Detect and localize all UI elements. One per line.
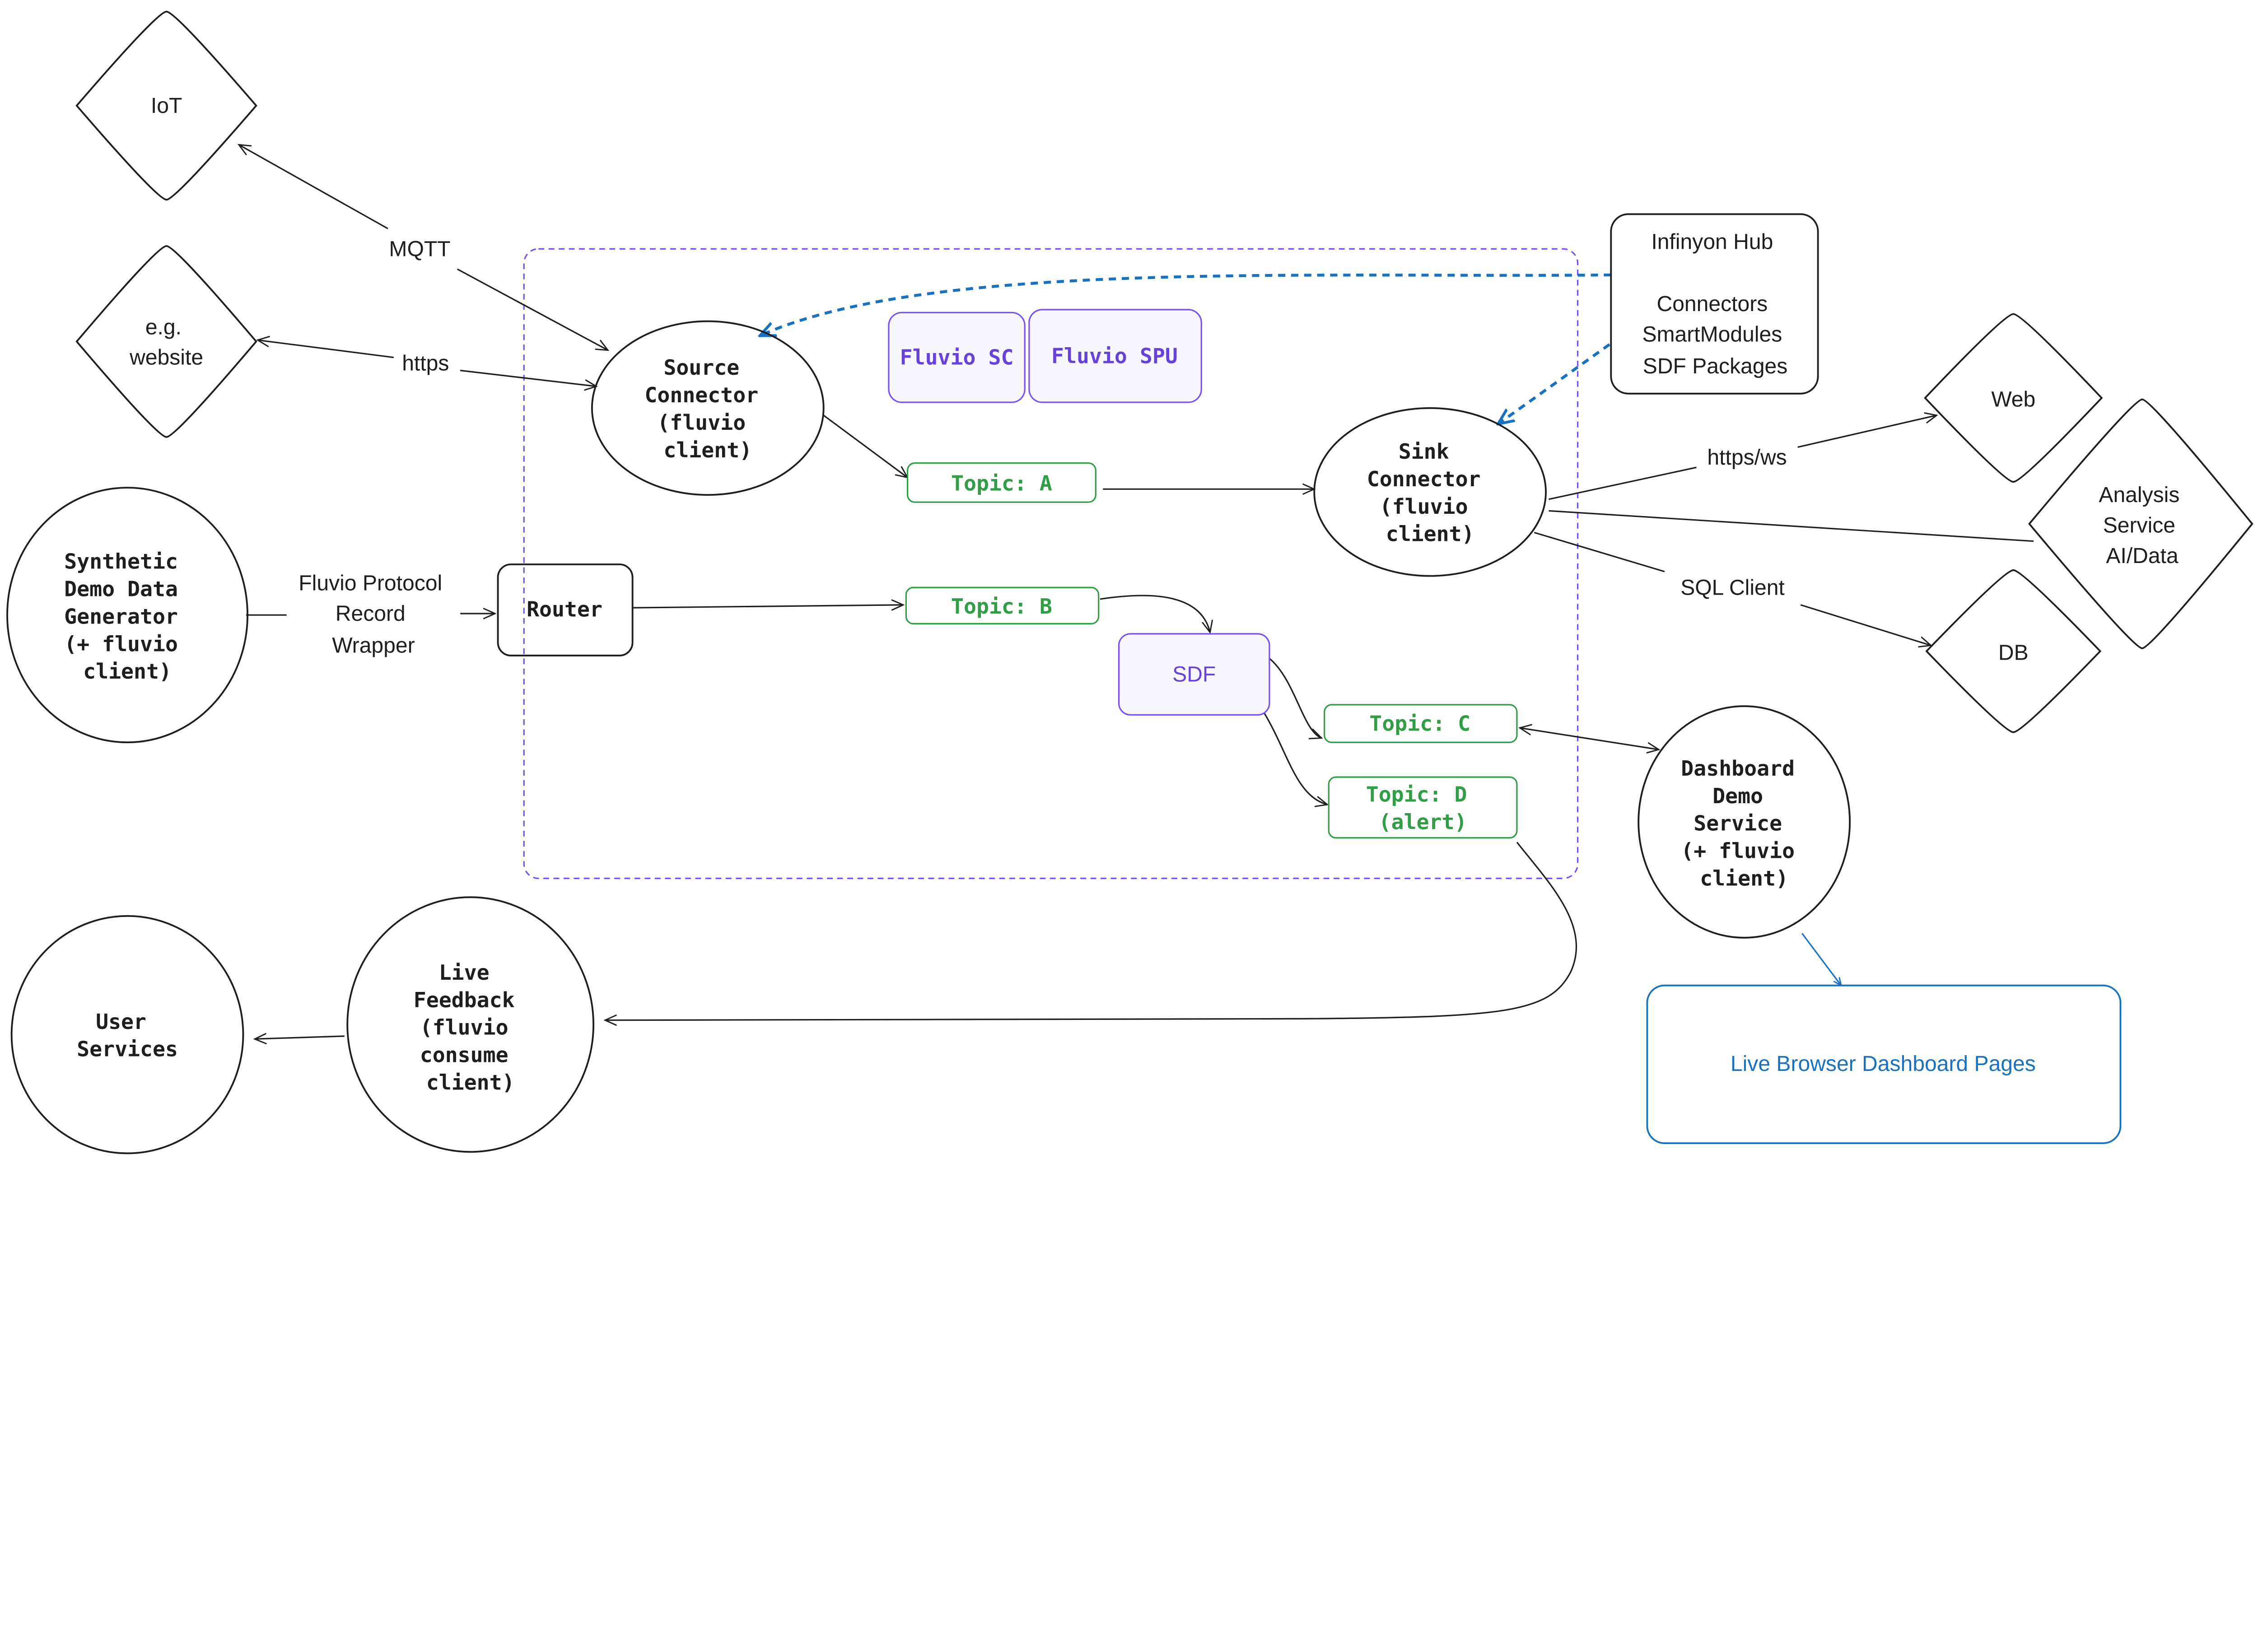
node-live-browser-dashboard[interactable]: Live Browser Dashboard Pages (1646, 984, 2122, 1144)
edges (239, 145, 2034, 1039)
fluvio-cluster-boundary (523, 248, 1579, 880)
edge-label-sql-client: SQL Client (1680, 575, 1785, 600)
edge-dashboard-browser (1801, 933, 1841, 985)
edge-sink-web-a (1549, 466, 1697, 500)
edge-topic-c-dashboard (1520, 728, 1659, 749)
node-website[interactable]: e.g. website (75, 245, 257, 438)
node-topic-b[interactable]: Topic: B (905, 586, 1100, 625)
edge-https-a (258, 340, 394, 358)
edge-sdf-topic-c (1269, 658, 1321, 738)
node-dashboard-service[interactable]: Dashboard Demo Service (+ fluvio client) (1638, 705, 1851, 939)
node-topic-b-label: Topic: B (951, 594, 1052, 619)
node-sdf-label: SDF (1172, 662, 1216, 687)
node-source-connector[interactable]: Source Connector (fluvio client) (591, 320, 825, 496)
node-sdf[interactable]: SDF (1118, 633, 1270, 716)
edge-https-b (460, 369, 596, 386)
node-user-services[interactable]: User Services (10, 915, 244, 1154)
edge-label-protocol: Fluvio Protocol Record Wrapper (299, 571, 448, 658)
edge-sink-db-b (1800, 604, 1931, 646)
node-synthetic-generator[interactable]: Synthetic Demo Data Generator (+ fluvio … (6, 487, 248, 744)
node-analysis-label: Analysis Service AI/Data (2099, 483, 2185, 568)
edge-topic-b-sdf (1100, 595, 1210, 633)
node-iot-label: IoT (151, 93, 182, 118)
node-db-label: DB (1998, 641, 2029, 665)
node-live-browser-label: Live Browser Dashboard Pages (1731, 1052, 2036, 1076)
node-sink-connector[interactable]: Sink Connector (fluvio client) (1313, 407, 1547, 577)
edge-label-https: https (402, 351, 449, 376)
node-dashboard-label: Dashboard Demo Service (+ fluvio client) (1681, 756, 1807, 891)
edge-label-mqtt: MQTT (389, 237, 450, 261)
edge-topic-d-live-feedback (605, 842, 1577, 1020)
node-fluvio-spu-label: Fluvio SPU (1051, 344, 1178, 368)
edge-source-topic-a (823, 414, 908, 478)
node-web[interactable]: Web (1924, 313, 2103, 483)
node-router-label: Router (527, 597, 602, 621)
node-analysis-service[interactable]: Analysis Service AI/Data (2028, 398, 2253, 649)
node-hub-label: Infinyon Hub Connectors SmartModules SDF… (1642, 229, 1788, 378)
node-topic-c-label: Topic: C (1369, 712, 1470, 736)
edge-hub-source (760, 273, 1611, 336)
node-fluvio-sc[interactable]: Fluvio SC (888, 312, 1026, 403)
node-router[interactable]: Router (497, 563, 634, 656)
node-synthetic-label: Synthetic Demo Data Generator (+ fluvio … (64, 549, 191, 684)
node-fluvio-spu[interactable]: Fluvio SPU (1028, 309, 1202, 403)
node-topic-d[interactable]: Topic: D (alert) (1328, 776, 1518, 839)
edge-sink-web-b (1797, 415, 1937, 448)
node-live-feedback[interactable]: Live Feedback (fluvio consume client) (346, 896, 595, 1153)
node-topic-a[interactable]: Topic: A (907, 462, 1096, 503)
node-infinyon-hub[interactable]: Infinyon Hub Connectors SmartModules SDF… (1610, 213, 1819, 395)
node-db[interactable]: DB (1925, 569, 2102, 733)
edge-label-https-ws: https/ws (1707, 445, 1787, 470)
node-user-services-label: User Services (77, 1010, 178, 1061)
architecture-diagram: MQTT https Fluvio Protocol Record Wrappe… (6, 10, 2253, 1154)
node-fluvio-sc-label: Fluvio SC (900, 345, 1014, 370)
edge-sink-analysis (1549, 510, 2034, 542)
node-sink-connector-label: Sink Connector (fluvio client) (1367, 439, 1493, 546)
node-source-connector-label: Source Connector (fluvio client) (644, 355, 771, 462)
node-live-feedback-label: Live Feedback (fluvio consume client) (414, 960, 527, 1095)
node-topic-c[interactable]: Topic: C (1324, 704, 1518, 743)
edge-router-topic-b (632, 605, 903, 608)
edge-live-feedback-user-services (255, 1036, 345, 1039)
node-website-label: e.g. website (129, 315, 203, 369)
node-topic-d-label: Topic: D (alert) (1366, 782, 1480, 834)
node-web-label: Web (1991, 387, 2035, 412)
edge-mqtt-a (239, 145, 388, 229)
edge-sink-db-a (1534, 531, 1665, 572)
edge-mqtt-b (457, 268, 608, 350)
node-iot[interactable]: IoT (75, 10, 257, 201)
edge-sdf-topic-d (1263, 712, 1327, 805)
node-topic-a-label: Topic: A (951, 471, 1052, 496)
edge-hub-sink (1498, 343, 1610, 424)
